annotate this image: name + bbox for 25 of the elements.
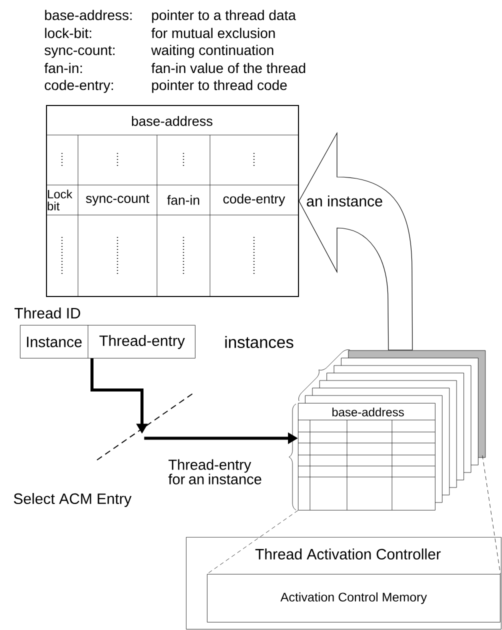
caption-text: Select ACM Entry bbox=[14, 493, 132, 507]
table-cell: code-entry bbox=[223, 194, 286, 206]
brace-label: Thread-entry for an instance bbox=[168, 459, 262, 484]
brace-label: instances bbox=[225, 336, 294, 348]
block-arrow bbox=[298, 132, 413, 350]
legend-text: waiting continuation bbox=[151, 44, 274, 58]
legend-text: fan-in: bbox=[44, 62, 82, 74]
legend-text: for mutual exclusion bbox=[151, 28, 275, 38]
header-cell: base-address bbox=[132, 116, 212, 126]
legend-text: fan-in value of the thread bbox=[151, 62, 306, 74]
table-cell: sync-count bbox=[86, 194, 150, 206]
legend-text: lock-bit: bbox=[45, 28, 92, 38]
table-cell: Lock bit bbox=[48, 190, 72, 210]
field-label: Thread-entry bbox=[99, 335, 185, 349]
legend-text: pointer to a thread data bbox=[152, 10, 296, 23]
record-title: Thread ID bbox=[14, 308, 80, 318]
memory-box: Activation Control Memory bbox=[207, 574, 500, 622]
legend-text: base-address: bbox=[45, 10, 132, 20]
table-cell: fan-in bbox=[167, 195, 200, 205]
edge-label: an instance bbox=[305, 194, 384, 208]
leader-line bbox=[206, 510, 298, 574]
dashed-selector-line bbox=[96, 392, 196, 460]
leader-line bbox=[482, 455, 501, 574]
field-label: Instance bbox=[27, 336, 82, 348]
legend-text: sync-count: bbox=[44, 46, 114, 58]
